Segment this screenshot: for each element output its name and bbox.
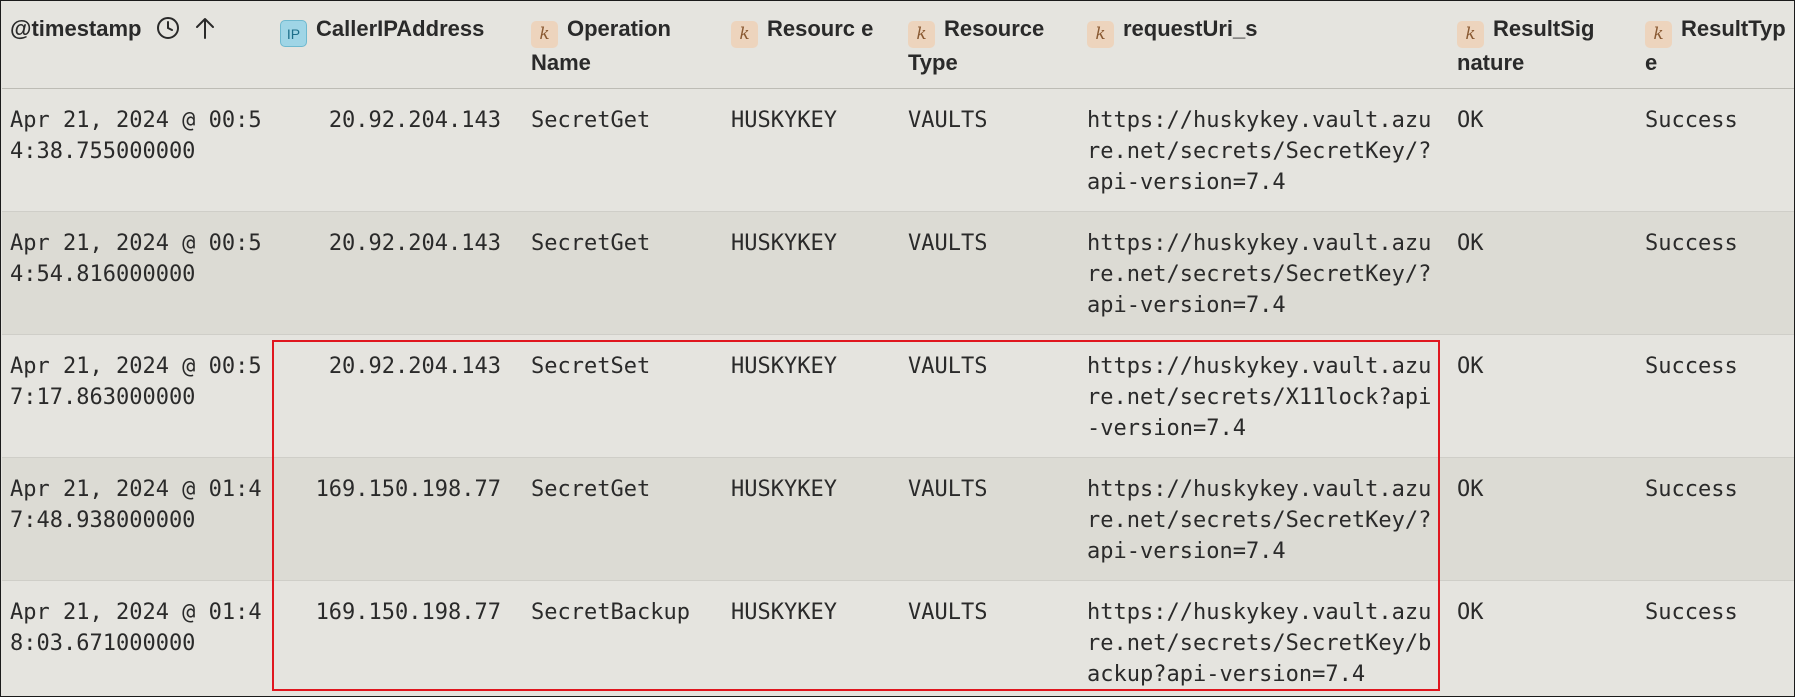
result-signature-cell: OK xyxy=(1457,107,1484,133)
timestamp-cell: Apr 21, 2024 @ 00:57:17.863000000 xyxy=(10,353,262,410)
resource-type-cell: VAULTS xyxy=(908,107,988,133)
request-uri-cell: https://huskykey.vault.azure.net/secrets… xyxy=(1087,353,1432,441)
result-type-cell: Success xyxy=(1645,107,1738,133)
operation-name-cell: SecretGet xyxy=(531,107,651,133)
caller-ip-cell: 20.92.204.143 xyxy=(328,353,501,379)
operation-name-cell: SecretBackup xyxy=(531,599,690,625)
resource-type-cell: VAULTS xyxy=(908,476,988,502)
keyword-type-icon: k xyxy=(531,21,558,48)
request-uri-cell: https://huskykey.vault.azure.net/secrets… xyxy=(1087,107,1432,195)
column-label: Operation Name xyxy=(531,16,671,75)
column-label: CallerIPAddress xyxy=(316,16,485,41)
keyword-type-icon: k xyxy=(1087,21,1114,48)
caller-ip-cell: 20.92.204.143 xyxy=(328,107,501,133)
caller-ip-cell: 169.150.198.77 xyxy=(315,599,501,625)
resource-cell: HUSKYKEY xyxy=(731,599,837,625)
column-label: Resourc e xyxy=(767,16,874,41)
table-row[interactable]: Apr 21, 2024 @ 00:57:17.863000000 20.92.… xyxy=(2,334,1794,457)
request-uri-cell: https://huskykey.vault.azure.net/secrets… xyxy=(1087,599,1432,687)
result-signature-cell: OK xyxy=(1457,599,1484,625)
result-signature-cell: OK xyxy=(1457,476,1484,502)
request-uri-cell: https://huskykey.vault.azure.net/secrets… xyxy=(1087,230,1432,318)
resource-type-cell: VAULTS xyxy=(908,599,988,625)
keyword-type-icon: k xyxy=(1457,21,1484,48)
operation-name-cell: SecretSet xyxy=(531,353,651,379)
clock-icon xyxy=(156,16,180,48)
column-header-request-uri[interactable]: k requestUri_s xyxy=(1079,2,1449,89)
timestamp-cell: Apr 21, 2024 @ 01:47:48.938000000 xyxy=(10,476,262,533)
sort-ascending-arrow-icon[interactable] xyxy=(194,16,216,48)
table-row[interactable]: Apr 21, 2024 @ 00:54:38.755000000 20.92.… xyxy=(2,88,1794,211)
timestamp-cell: Apr 21, 2024 @ 00:54:54.816000000 xyxy=(10,230,262,287)
resource-type-cell: VAULTS xyxy=(908,353,988,379)
column-header-timestamp[interactable]: @timestamp xyxy=(2,2,272,89)
result-type-cell: Success xyxy=(1645,353,1738,379)
table-row[interactable]: Apr 21, 2024 @ 01:47:48.938000000 169.15… xyxy=(2,457,1794,580)
column-header-caller-ip[interactable]: IP CallerIPAddress xyxy=(272,2,523,89)
caller-ip-cell: 169.150.198.77 xyxy=(315,476,501,502)
timestamp-cell: Apr 21, 2024 @ 01:48:03.671000000 xyxy=(10,599,262,656)
keyword-type-icon: k xyxy=(1645,21,1672,48)
column-label: @timestamp xyxy=(10,16,142,41)
result-signature-cell: OK xyxy=(1457,230,1484,256)
column-label: requestUri_s xyxy=(1123,16,1258,41)
result-signature-cell: OK xyxy=(1457,353,1484,379)
resource-cell: HUSKYKEY xyxy=(731,476,837,502)
ip-type-icon: IP xyxy=(280,20,307,47)
result-type-cell: Success xyxy=(1645,230,1738,256)
operation-name-cell: SecretGet xyxy=(531,476,651,502)
result-type-cell: Success xyxy=(1645,476,1738,502)
timestamp-cell: Apr 21, 2024 @ 00:54:38.755000000 xyxy=(10,107,262,164)
request-uri-cell: https://huskykey.vault.azure.net/secrets… xyxy=(1087,476,1432,564)
column-label: ResultTyp e xyxy=(1645,16,1786,75)
keyword-type-icon: k xyxy=(908,21,935,48)
resource-cell: HUSKYKEY xyxy=(731,230,837,256)
column-header-resource[interactable]: k Resourc e xyxy=(723,2,900,89)
table-row[interactable]: Apr 21, 2024 @ 00:54:54.816000000 20.92.… xyxy=(2,211,1794,334)
resource-cell: HUSKYKEY xyxy=(731,353,837,379)
column-label: ResultSig nature xyxy=(1457,16,1595,75)
resource-cell: HUSKYKEY xyxy=(731,107,837,133)
column-label: Resource Type xyxy=(908,16,1045,75)
caller-ip-cell: 20.92.204.143 xyxy=(328,230,501,256)
result-type-cell: Success xyxy=(1645,599,1738,625)
resource-type-cell: VAULTS xyxy=(908,230,988,256)
keyword-type-icon: k xyxy=(731,21,758,48)
table-row[interactable]: Apr 21, 2024 @ 01:48:03.671000000 169.15… xyxy=(2,580,1794,696)
operation-name-cell: SecretGet xyxy=(531,230,651,256)
